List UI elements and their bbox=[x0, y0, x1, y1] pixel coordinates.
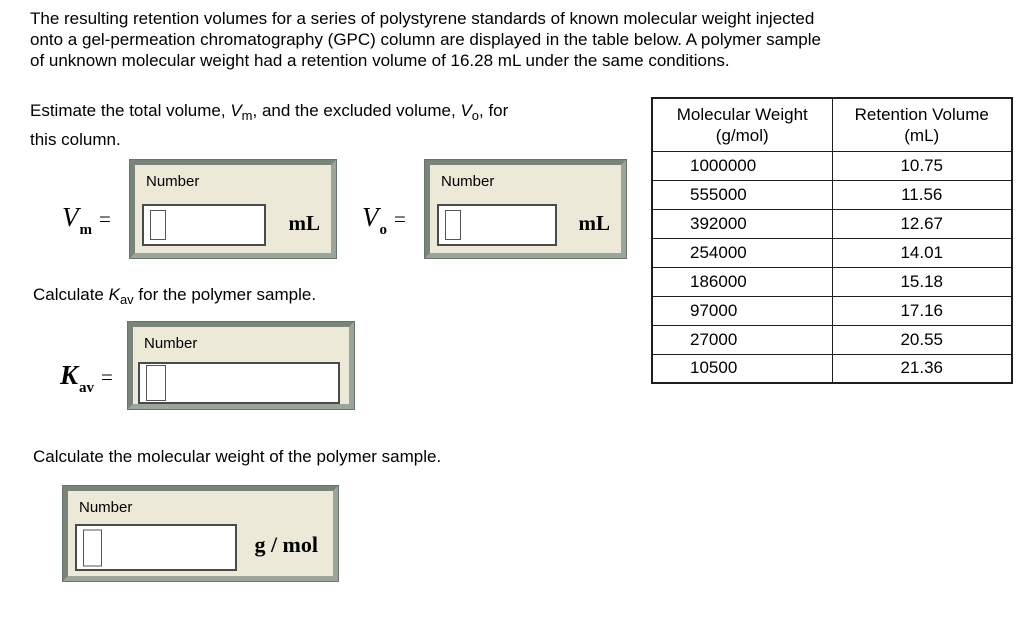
vm-input[interactable] bbox=[142, 204, 266, 246]
question-calculate-kav: Calculate Kav for the polymer sample. bbox=[33, 283, 316, 312]
q1-sub-m: m bbox=[241, 108, 253, 123]
vo-variable: V bbox=[362, 202, 379, 232]
q2-var-k: K bbox=[108, 285, 120, 304]
q1-var-vm: V bbox=[230, 101, 242, 120]
q1-text-pre: Estimate the total volume, bbox=[30, 101, 231, 120]
empty-answer-indicator bbox=[146, 365, 166, 401]
q1-text-post: , for bbox=[479, 101, 509, 120]
molecular-weight-answer-box: Number g / mol bbox=[63, 486, 338, 581]
rv-cell: 21.36 bbox=[831, 353, 1013, 384]
table-row: 392000 12.67 bbox=[651, 208, 1013, 239]
vo-number-label: Number bbox=[441, 173, 495, 190]
q1-text-mid: , and the excluded volume, bbox=[252, 101, 461, 120]
vm-variable: V bbox=[62, 202, 79, 232]
mw-cell: 97000 bbox=[651, 295, 833, 326]
kav-variable: K bbox=[60, 360, 79, 390]
column-header-retention-volume: Retention Volume (mL) bbox=[831, 97, 1013, 152]
table-header-row: Molecular Weight (g/mol) Retention Volum… bbox=[651, 97, 1013, 152]
vo-subscript: o bbox=[379, 222, 388, 238]
vm-equation-label: Vm = bbox=[62, 202, 111, 238]
kav-equals-sign: = bbox=[101, 365, 113, 389]
table-row: 186000 15.18 bbox=[651, 266, 1013, 297]
molecular-weight-input[interactable] bbox=[75, 524, 237, 571]
rv-cell: 10.75 bbox=[831, 150, 1013, 181]
mw-cell: 27000 bbox=[651, 324, 833, 355]
q2-sub-av: av bbox=[119, 292, 134, 307]
rv-cell: 17.16 bbox=[831, 295, 1013, 326]
question-estimate-volumes: Estimate the total volume, Vm, and the e… bbox=[30, 99, 640, 152]
mw-cell: 254000 bbox=[651, 237, 833, 268]
table-row: 27000 20.55 bbox=[651, 324, 1013, 355]
rv-cell: 11.56 bbox=[831, 179, 1013, 210]
vm-answer-box: Number mL bbox=[130, 160, 336, 258]
vm-unit-label: mL bbox=[288, 211, 321, 235]
intro-paragraph: The resulting retention volumes for a se… bbox=[30, 9, 821, 70]
mw-unit-label: g / mol bbox=[254, 532, 318, 557]
kav-subscript: av bbox=[79, 380, 95, 396]
mw-cell: 1000000 bbox=[651, 150, 833, 181]
kav-input[interactable] bbox=[138, 362, 340, 404]
mw-cell: 186000 bbox=[651, 266, 833, 297]
q1-text-line2: this column. bbox=[30, 130, 121, 149]
column-header-molecular-weight: Molecular Weight (g/mol) bbox=[651, 97, 833, 152]
table-row: 10500 21.36 bbox=[651, 353, 1013, 384]
q1-var-vo: V bbox=[460, 101, 472, 120]
mw-cell: 10500 bbox=[651, 353, 833, 384]
table-row: 254000 14.01 bbox=[651, 237, 1013, 268]
q2-text-post: for the polymer sample. bbox=[133, 285, 317, 304]
table-row: 97000 17.16 bbox=[651, 295, 1013, 326]
question-calculate-molecular-weight: Calculate the molecular weight of the po… bbox=[33, 445, 441, 469]
mw-number-label: Number bbox=[79, 499, 133, 516]
kav-answer-box: Number bbox=[128, 322, 354, 409]
q2-text-pre: Calculate bbox=[33, 285, 109, 304]
vm-number-label: Number bbox=[146, 173, 200, 190]
rv-cell: 15.18 bbox=[831, 266, 1013, 297]
vm-subscript: m bbox=[79, 222, 93, 238]
rv-cell: 12.67 bbox=[831, 208, 1013, 239]
kav-number-label: Number bbox=[144, 335, 198, 352]
empty-answer-indicator bbox=[445, 210, 461, 240]
standards-table: Molecular Weight (g/mol) Retention Volum… bbox=[651, 97, 1013, 384]
q3-text: Calculate the molecular weight of the po… bbox=[33, 447, 442, 466]
vo-input[interactable] bbox=[437, 204, 557, 246]
table-row: 555000 11.56 bbox=[651, 179, 1013, 210]
vo-unit-label: mL bbox=[578, 211, 611, 235]
vm-equals-sign: = bbox=[99, 207, 111, 231]
rv-cell: 20.55 bbox=[831, 324, 1013, 355]
mw-cell: 555000 bbox=[651, 179, 833, 210]
vo-answer-box: Number mL bbox=[425, 160, 626, 258]
q1-sub-o: o bbox=[471, 108, 480, 123]
table-row: 1000000 10.75 bbox=[651, 150, 1013, 181]
mw-cell: 392000 bbox=[651, 208, 833, 239]
vo-equals-sign: = bbox=[394, 207, 406, 231]
vo-equation-label: Vo = bbox=[362, 202, 406, 238]
empty-answer-indicator bbox=[83, 529, 102, 566]
empty-answer-indicator bbox=[150, 210, 166, 240]
rv-cell: 14.01 bbox=[831, 237, 1013, 268]
kav-equation-label: Kav = bbox=[60, 360, 113, 396]
